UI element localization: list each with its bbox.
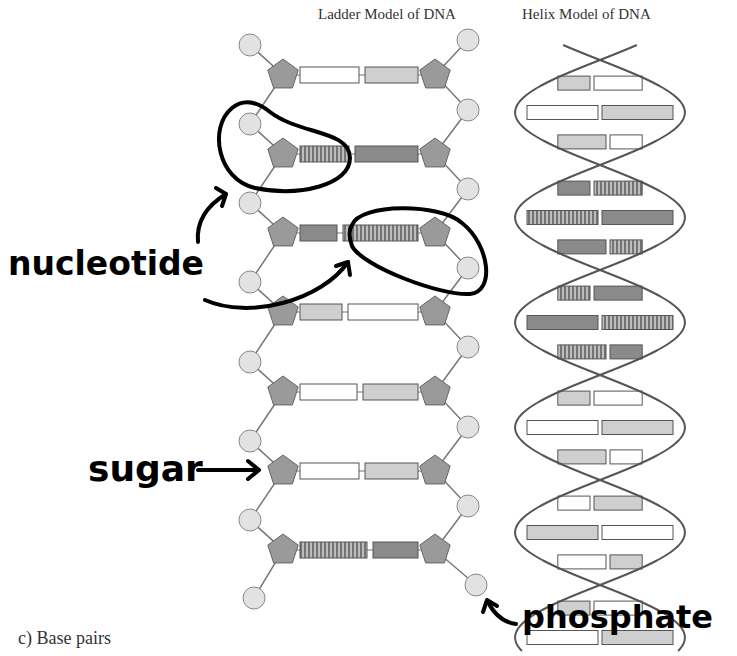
base-symbol bbox=[610, 345, 642, 359]
handwritten-label: nucleotide bbox=[8, 244, 204, 283]
helix-strand bbox=[515, 45, 685, 651]
handwritten-label: phosphate bbox=[522, 598, 713, 636]
base-symbol bbox=[558, 76, 590, 90]
base-symbol bbox=[527, 106, 598, 120]
handwritten-label: sugar bbox=[88, 448, 203, 489]
heading: Ladder Model of DNA bbox=[318, 6, 456, 23]
base-symbol bbox=[610, 450, 642, 464]
phosphate-circle bbox=[239, 271, 261, 293]
base-symbol bbox=[602, 526, 673, 540]
phosphate-circle bbox=[457, 257, 479, 279]
arrowhead bbox=[248, 461, 259, 479]
circled-nucleotide bbox=[219, 102, 350, 191]
arrow-line bbox=[198, 468, 258, 472]
phosphate-circle bbox=[465, 574, 487, 596]
base-symbol bbox=[594, 496, 642, 510]
base-symbol bbox=[527, 526, 598, 540]
base-symbol bbox=[300, 384, 357, 400]
base-symbol bbox=[365, 463, 418, 479]
base-symbol bbox=[343, 225, 418, 241]
sugar-pentagon bbox=[420, 376, 450, 405]
base-symbol bbox=[300, 67, 359, 83]
sugar-pentagon bbox=[420, 455, 450, 484]
phosphate-circle bbox=[243, 587, 265, 609]
heading: Helix Model of DNA bbox=[522, 6, 651, 23]
base-symbol bbox=[300, 225, 337, 241]
base-symbol bbox=[300, 463, 359, 479]
base-symbol bbox=[602, 106, 673, 120]
base-symbol bbox=[602, 421, 673, 435]
base-symbol bbox=[558, 240, 606, 254]
base-symbol bbox=[610, 135, 642, 149]
phosphate-circle bbox=[457, 178, 479, 200]
base-symbol bbox=[602, 211, 673, 225]
phosphate-circle bbox=[239, 509, 261, 531]
sugar-pentagon bbox=[420, 217, 450, 246]
base-symbol bbox=[527, 211, 598, 225]
base-symbol bbox=[348, 304, 418, 320]
base-symbol bbox=[300, 146, 349, 162]
base-symbol bbox=[558, 450, 606, 464]
phosphate-circle bbox=[239, 34, 261, 56]
phosphate-circle bbox=[239, 430, 261, 452]
base-symbol bbox=[594, 286, 642, 300]
base-symbol bbox=[558, 496, 590, 510]
phosphate-circle bbox=[457, 99, 479, 121]
base-symbol bbox=[594, 181, 642, 195]
phosphate-circle bbox=[239, 192, 261, 214]
sugar-pentagon bbox=[420, 59, 450, 88]
base-symbol bbox=[594, 391, 642, 405]
base-symbol bbox=[527, 316, 598, 330]
arrowhead bbox=[216, 188, 226, 206]
phosphate-circle bbox=[457, 495, 479, 517]
base-symbol bbox=[300, 542, 367, 558]
base-symbol bbox=[610, 240, 642, 254]
base-symbol bbox=[558, 345, 606, 359]
arrowhead bbox=[336, 262, 350, 275]
base-symbol bbox=[373, 542, 418, 558]
sugar-pentagon bbox=[268, 217, 298, 246]
base-symbol bbox=[527, 421, 598, 435]
sugar-pentagon bbox=[420, 296, 450, 325]
phosphate-circle bbox=[239, 113, 261, 135]
sugar-pentagon bbox=[268, 59, 298, 88]
base-symbol bbox=[355, 146, 418, 162]
phosphate-circle bbox=[457, 416, 479, 438]
circled-nucleotide bbox=[350, 208, 486, 294]
phosphate-circle bbox=[457, 336, 479, 358]
sugar-pentagon bbox=[420, 138, 450, 167]
base-symbol bbox=[558, 181, 590, 195]
base-symbol bbox=[602, 316, 673, 330]
base-symbol bbox=[594, 76, 642, 90]
base-symbol bbox=[610, 555, 642, 569]
phosphate-circle bbox=[457, 29, 479, 51]
phosphate-circle bbox=[239, 351, 261, 373]
helix-strand bbox=[515, 45, 685, 651]
arrowhead bbox=[483, 600, 497, 612]
base-symbol bbox=[558, 391, 590, 405]
sugar-pentagon bbox=[268, 455, 298, 484]
base-symbol bbox=[558, 555, 606, 569]
question-label: c) Base pairs bbox=[18, 628, 111, 649]
base-symbol bbox=[365, 67, 418, 83]
base-symbol bbox=[300, 304, 342, 320]
base-symbol bbox=[363, 384, 418, 400]
sugar-pentagon bbox=[268, 138, 298, 167]
sugar-pentagon bbox=[268, 534, 298, 563]
arrow-line bbox=[205, 262, 348, 308]
sugar-pentagon bbox=[268, 376, 298, 405]
base-symbol bbox=[558, 135, 606, 149]
base-symbol bbox=[558, 286, 590, 300]
sugar-pentagon bbox=[420, 534, 450, 563]
